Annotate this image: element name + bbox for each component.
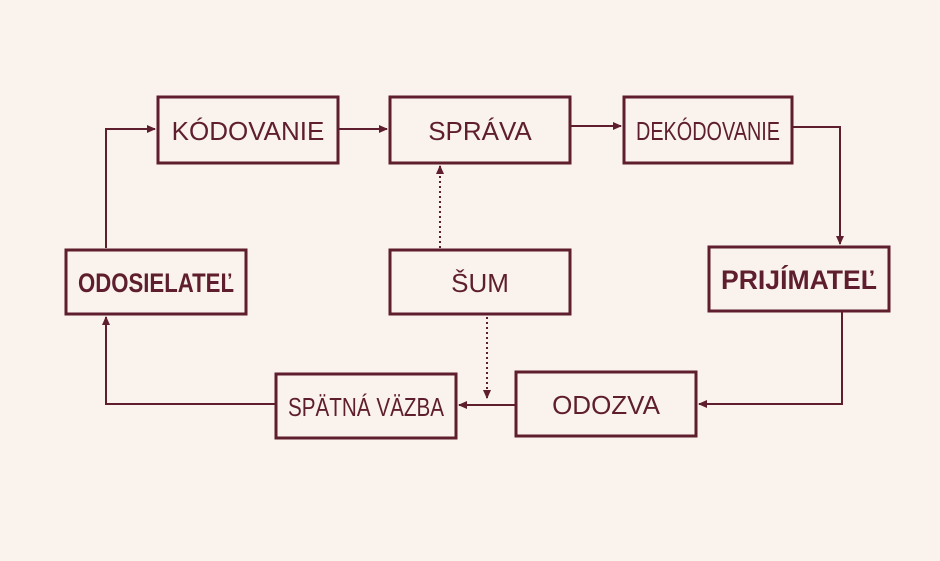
connectors: [102, 122, 844, 409]
arrow-spatna-vazba-to-odosielatel: [102, 316, 276, 405]
node-sum-label: ŠUM: [451, 268, 509, 298]
node-odosielatel-label: ODOSIELATEĽ: [78, 268, 234, 298]
node-sprava-label: SPRÁVA: [428, 116, 532, 146]
node-spatna-vazba: SPÄTNÁ VÄZBA: [274, 372, 458, 440]
node-prijimatel-box: [707, 245, 891, 313]
node-spatna-vazba-label: SPÄTNÁ VÄZBA: [288, 392, 445, 422]
node-prijimatel: PRIJÍMATEĽ: [707, 245, 891, 313]
node-odosielatel: ODOSIELATEĽ: [64, 248, 248, 316]
node-sprava-box: [388, 95, 572, 165]
node-odosielatel-box: [64, 248, 248, 316]
node-sum: ŠUM: [388, 248, 572, 316]
node-sum-box: [388, 248, 572, 316]
arrow-dekodovanie-to-prijimatel: [792, 126, 844, 245]
node-dekodovanie-box: [622, 95, 794, 165]
node-odozva-box: [514, 370, 698, 438]
arrow-prijimatel-to-odozva: [698, 312, 843, 408]
node-dekodovanie-label: DEKÓDOVANIE: [636, 116, 780, 146]
node-prijimatel-label: PRIJÍMATEĽ: [721, 264, 877, 295]
node-odozva-label: ODOZVA: [552, 390, 661, 420]
arrow-odosielatel-to-kodovanie: [105, 125, 156, 248]
node-sprava: SPRÁVA: [388, 95, 572, 165]
node-odozva: ODOZVA: [514, 370, 698, 438]
node-kodovanie-label: KÓDOVANIE: [172, 116, 325, 146]
node-dekodovanie: DEKÓDOVANIE: [622, 95, 794, 165]
node-spatna-vazba-box: [274, 372, 458, 440]
node-kodovanie-box: [156, 95, 340, 165]
node-kodovanie: KÓDOVANIE: [156, 95, 340, 165]
